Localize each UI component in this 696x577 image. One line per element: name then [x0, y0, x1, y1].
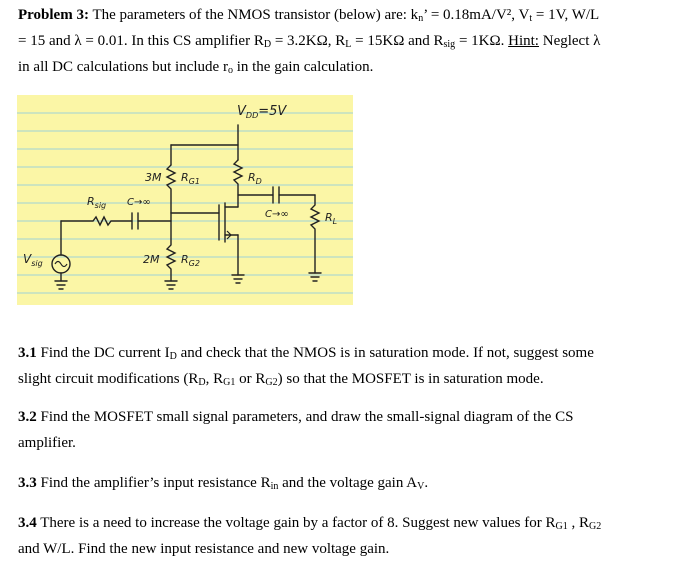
- ground-symbols: [54, 272, 322, 290]
- question-number: 3.3: [18, 475, 37, 491]
- question-3-2: 3.2 Find the MOSFET small signal paramet…: [18, 409, 574, 451]
- source-arrow-icon: [226, 230, 232, 240]
- rd-label: RD: [248, 171, 262, 186]
- question-3-4: 3.4 There is a need to increase the volt…: [18, 515, 602, 557]
- sine-wave-icon: [54, 260, 68, 268]
- cin-label: C→∞: [127, 197, 151, 208]
- vsig-label: Vsig: [23, 252, 43, 268]
- rg1-value-label: 3M: [145, 171, 162, 184]
- vdd-label: VDD=5V: [237, 104, 287, 120]
- question-3-1: 3.1 Find the DC current ID and check tha…: [18, 345, 594, 388]
- question-3-3: 3.3 Find the amplifier’s input resistanc…: [18, 475, 429, 492]
- hint-label: Hint:: [508, 33, 539, 49]
- question-number: 3.4: [18, 515, 37, 531]
- circuit-wires: [60, 124, 321, 282]
- circuit-schematic: VDD=5V 3M RG1 RD Rsig C→∞ 2M RG2 C→∞ RL …: [17, 95, 353, 305]
- rg2-label: RG2: [181, 253, 200, 268]
- rg1-label: RG1: [181, 171, 200, 186]
- rg2-value-label: 2M: [143, 253, 160, 266]
- signal-source-icon: [51, 254, 71, 274]
- notepad-background: [17, 95, 353, 305]
- question-number: 3.1: [18, 345, 37, 361]
- cout-label: C→∞: [265, 209, 289, 220]
- question-number: 3.2: [18, 409, 37, 425]
- problem-statement: Problem 3: The parameters of the NMOS tr…: [18, 7, 601, 76]
- problem-title: Problem 3:: [18, 7, 89, 23]
- rl-label: RL: [325, 211, 337, 226]
- rsig-label: Rsig: [87, 195, 106, 210]
